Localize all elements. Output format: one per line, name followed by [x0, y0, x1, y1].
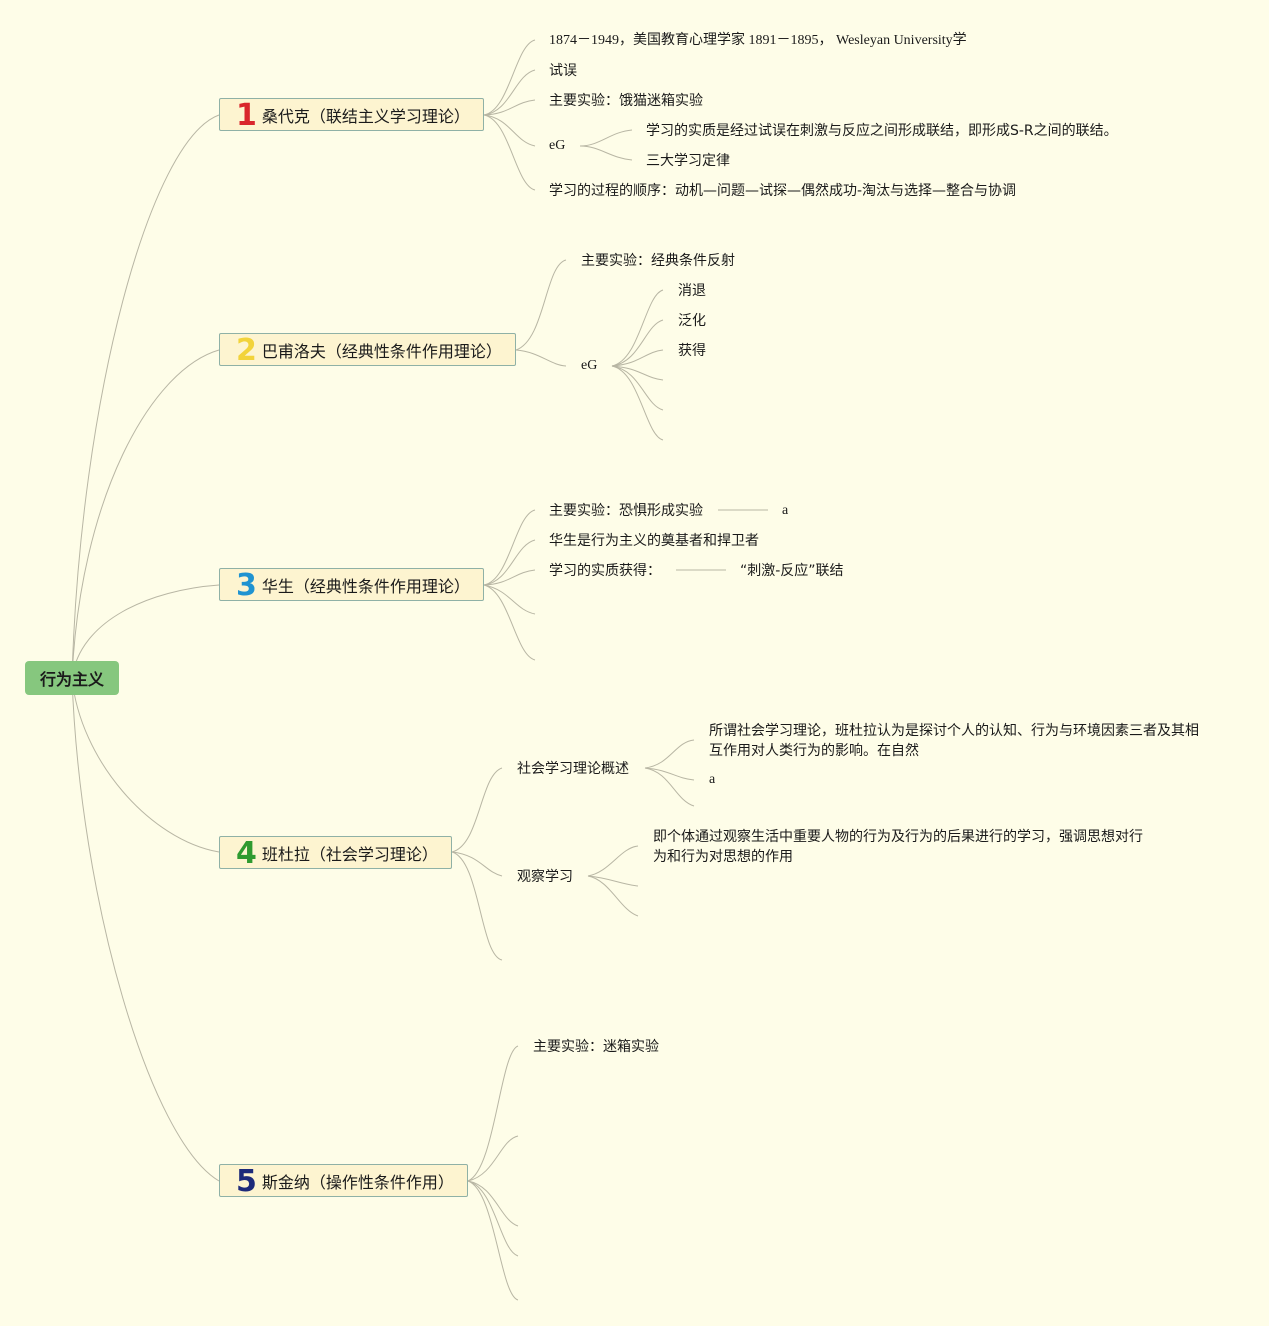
- leaf-node[interactable]: a: [782, 503, 789, 518]
- number-4-icon: 4: [236, 835, 257, 871]
- leaf-node[interactable]: 主要实验：恐惧形成实验: [549, 503, 703, 519]
- leaf-node[interactable]: eG: [549, 138, 566, 153]
- branch-node-2[interactable]: 2 巴甫洛夫（经典性条件作用理论）: [219, 333, 516, 366]
- branch-label: 斯金纳（操作性条件作用）: [261, 1172, 454, 1192]
- number-5-icon: 5: [236, 1163, 257, 1199]
- branch-label: 桑代克（联结主义学习理论）: [261, 106, 470, 126]
- leaf-node[interactable]: a: [709, 772, 716, 787]
- leaf-node[interactable]: 观察学习: [517, 869, 573, 885]
- branch-node-1[interactable]: 1 桑代克（联结主义学习理论）: [219, 98, 484, 131]
- leaf-node[interactable]: 主要实验：迷箱实验: [533, 1039, 659, 1055]
- number-1-icon: 1: [236, 97, 257, 133]
- leaf-node[interactable]: 试误: [549, 63, 577, 79]
- branch-label: 巴甫洛夫（经典性条件作用理论）: [261, 341, 502, 361]
- branch-label: 班杜拉（社会学习理论）: [261, 844, 438, 864]
- connector: [71, 114, 220, 679]
- leaf-node[interactable]: 获得: [678, 343, 706, 359]
- branch-node-3[interactable]: 3 华生（经典性条件作用理论）: [219, 568, 484, 601]
- connector: [71, 677, 220, 1182]
- branch-node-4[interactable]: 4 班杜拉（社会学习理论）: [219, 836, 452, 869]
- leaf-node[interactable]: eG: [581, 358, 598, 373]
- branch-node-5[interactable]: 5 斯金纳（操作性条件作用）: [219, 1164, 468, 1197]
- leaf-node[interactable]: 学习的实质获得：: [549, 563, 661, 579]
- leaf-node[interactable]: “刺激-反应”联结: [740, 563, 844, 579]
- branch-label: 华生（经典性条件作用理论）: [261, 576, 470, 596]
- leaf-node[interactable]: 主要实验：经典条件反射: [581, 253, 735, 269]
- leaf-node[interactable]: 华生是行为主义的奠基者和捍卫者: [549, 533, 759, 549]
- leaf-node[interactable]: 消退: [678, 283, 706, 299]
- leaf-node[interactable]: 社会学习理论概述: [517, 761, 629, 777]
- connector: [71, 677, 220, 853]
- leaf-node[interactable]: 所谓社会学习理论，班杜拉认为是探讨个人的认知、行为与环境因素三者及其相互作用对人…: [709, 723, 1199, 759]
- leaf-node[interactable]: 三大学习定律: [646, 153, 730, 169]
- leaf-node[interactable]: 即个体通过观察生活中重要人物的行为及行为的后果进行的学习，强调思想对行为和行为对…: [653, 829, 1143, 865]
- connector: [71, 349, 220, 679]
- leaf-node[interactable]: 学习的过程的顺序：动机—问题—试探—偶然成功-淘汰与选择—整合与协调: [549, 183, 1017, 199]
- leaf-node[interactable]: 学习的实质是经过试误在刺激与反应之间形成联结，即形成S-R之间的联结。: [646, 123, 1118, 139]
- leaf-node[interactable]: 主要实验：饿猫迷箱实验: [549, 93, 703, 109]
- leaf-node[interactable]: 泛化: [678, 313, 706, 329]
- leaf-node[interactable]: 1874－1949，美国教育心理学家 1891－1895， Wesleyan U…: [549, 33, 967, 48]
- root-node[interactable]: 行为主义: [25, 661, 119, 695]
- number-2-icon: 2: [236, 332, 257, 368]
- number-3-icon: 3: [236, 567, 257, 603]
